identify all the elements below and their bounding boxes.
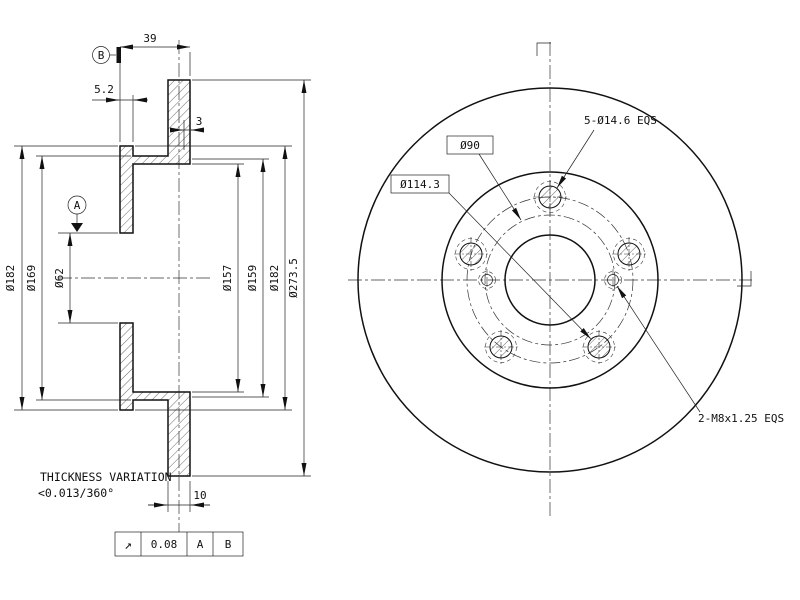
thread-hole (478, 269, 496, 291)
view-mark-top (536, 42, 551, 56)
fcf-symbol: ↗ (124, 538, 132, 553)
section-outline-bottom (119, 322, 191, 477)
bolt-hole (612, 237, 646, 271)
dim-39-label: 39 (143, 32, 156, 45)
thread-holes-label: 2-M8x1.25 EQS (698, 412, 784, 425)
dim-3: 3 (170, 115, 204, 133)
thread-holes-callout: 2-M8x1.25 EQS (616, 285, 784, 425)
datum-a-balloon: A (67, 195, 87, 232)
extension-lines (14, 52, 311, 512)
thread-hole (604, 269, 622, 291)
bolt-hole (582, 330, 616, 364)
dim-5-2: 5.2 (92, 83, 148, 103)
bolt-hole (533, 180, 567, 214)
dia-169-label: Ø169 (25, 265, 38, 292)
dia-273-5-label: Ø273.5 (287, 258, 300, 298)
hub-pcd-callout: Ø90 (446, 135, 522, 221)
bolt-holes-label: 5-Ø14.6 EQS (584, 114, 657, 127)
bolt-hole (454, 237, 488, 271)
dim-10-label: 10 (193, 489, 206, 502)
dia-182-left-label: Ø182 (4, 265, 17, 292)
section-outline-top (119, 79, 191, 234)
section-view: Ø182 Ø169 Ø62 Ø157 Ø159 Ø182 Ø273.5 39 5… (4, 32, 311, 557)
thickness-variation-note: THICKNESS VARIATION (40, 470, 172, 484)
datum-b-target (116, 47, 121, 63)
dia-62-label: Ø62 (53, 268, 66, 288)
center-bore-circle (504, 234, 596, 326)
fcf-frame: ↗ 0.08 A B (114, 531, 244, 557)
fcf-datum-2: B (225, 538, 232, 551)
dia-159-label: Ø159 (246, 265, 259, 292)
dia-157-label: Ø157 (221, 265, 234, 292)
bolt-pcd-label: Ø114.3 (400, 178, 440, 191)
dim-10: 10 (148, 489, 210, 508)
fcf-tolerance: 0.08 (151, 538, 178, 551)
bolt-pcd-callout: Ø114.3 (390, 174, 592, 340)
outer-diameter-circle (357, 87, 743, 473)
friction-inner-circle (441, 171, 659, 389)
datum-b-label: B (98, 49, 105, 62)
view-mark-right (737, 271, 752, 287)
bolt-holes-callout: 5-Ø14.6 EQS (556, 114, 657, 189)
datum-a-label: A (74, 199, 81, 212)
dim-3-label: 3 (196, 115, 203, 128)
front-view: Ø90 Ø114.3 5-Ø14.6 EQS 2-M8x1.25 EQS (348, 42, 784, 518)
bolt-hole (484, 330, 518, 364)
hub-pcd-circle (484, 214, 616, 346)
dia-182-right-label: Ø182 (268, 265, 281, 292)
diameter-dimensions (19, 80, 307, 476)
datum-b-balloon: B (92, 46, 121, 64)
fcf-datum-1: A (197, 538, 204, 551)
dim-5-2-label: 5.2 (94, 83, 114, 96)
hub-pcd-label: Ø90 (460, 139, 480, 152)
thickness-variation-value: <0.013/360° (38, 486, 114, 500)
